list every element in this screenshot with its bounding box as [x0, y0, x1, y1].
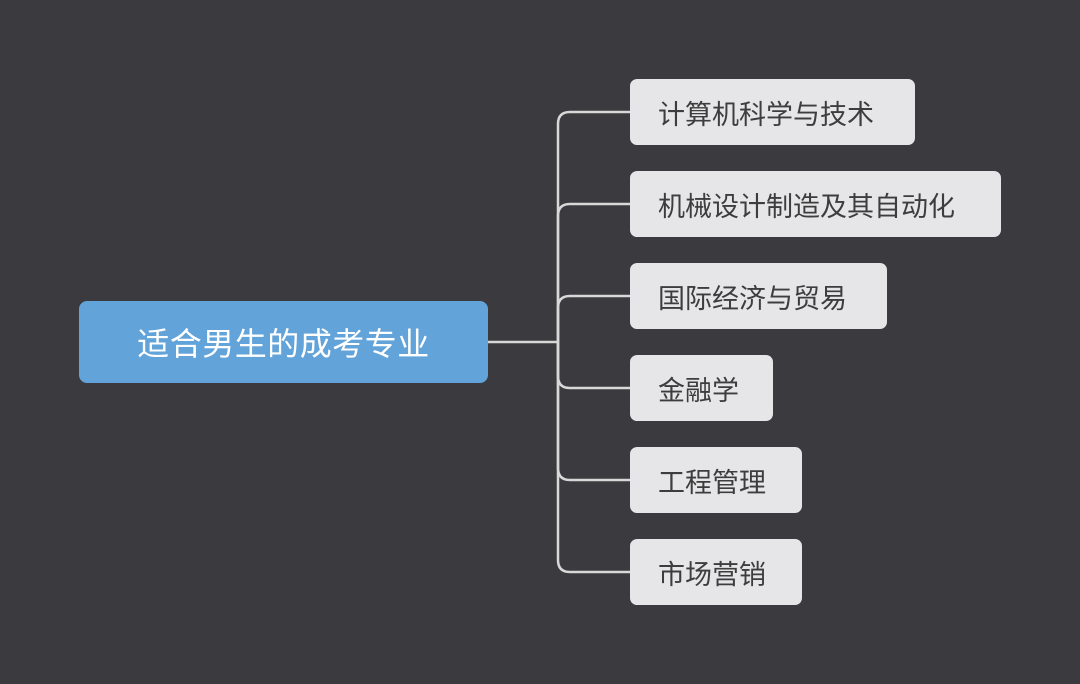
- subtopic-engineering-management[interactable]: 工程管理: [630, 447, 802, 513]
- subtopic-label: 金融学: [658, 375, 739, 407]
- branch-connector-5: [556, 342, 630, 574]
- subtopic-label: 计算机科学与技术: [658, 99, 874, 131]
- branch-connector-0: [556, 110, 630, 342]
- subtopic-label: 国际经济与贸易: [658, 283, 847, 315]
- subtopic-finance[interactable]: 金融学: [630, 355, 773, 421]
- subtopic-international-trade[interactable]: 国际经济与贸易: [630, 263, 887, 329]
- branch-connector-4: [556, 342, 630, 482]
- subtopic-label: 机械设计制造及其自动化: [658, 191, 955, 223]
- subtopic-computer-science[interactable]: 计算机科学与技术: [630, 79, 915, 145]
- branch-connector-3: [556, 342, 630, 390]
- subtopic-marketing[interactable]: 市场营销: [630, 539, 802, 605]
- root-topic[interactable]: 适合男生的成考专业: [79, 301, 488, 383]
- root-topic-label: 适合男生的成考专业: [137, 325, 430, 363]
- subtopic-label: 工程管理: [658, 467, 766, 499]
- subtopic-mechanical-design[interactable]: 机械设计制造及其自动化: [630, 171, 1001, 237]
- branch-connector-1: [556, 202, 630, 342]
- branch-connector-2: [556, 294, 630, 342]
- subtopic-label: 市场营销: [658, 559, 766, 591]
